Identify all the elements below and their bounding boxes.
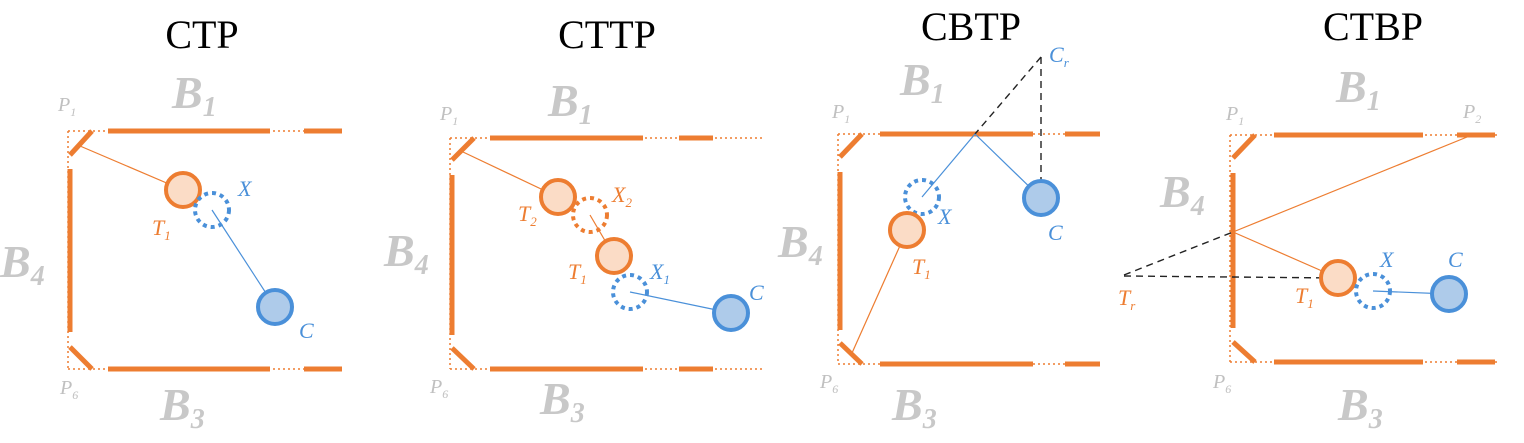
boundary-b4-label: B4 [0,236,45,292]
target-path-line [851,229,908,354]
ball-t1-label: T1 [1295,283,1314,311]
ghost-ball-x [193,191,231,229]
target-path-to-pocket [1232,134,1473,233]
pocket-p1-label: P1 [1225,103,1244,128]
ghost-ball-x [903,178,941,216]
ghost-ball-x1 [611,273,649,311]
boundary-b4-label: B4 [777,216,823,272]
target-ball [1319,259,1357,297]
panel-cbtp: CBTP B1 B4 B3 P1 P6 Cr X C T1 [777,4,1100,435]
boundary-b1-label: B1 [899,54,945,110]
ball-x-label: X [1379,247,1395,272]
cue-ball [1022,179,1060,217]
reflection-line-diagonal [974,56,1042,135]
panel-ctbp: CTBP B1 B4 B3 P1 P2 P6 Tr T1 X C [1118,4,1500,435]
pocket-p6-label: P6 [59,377,78,402]
table-rails [1229,132,1500,365]
panel-title: CTTP [558,12,656,57]
panel-title: CTP [165,12,238,57]
boundary-b1-label: B1 [547,75,593,131]
panel-title: CBTP [921,4,1021,49]
pocket-p6-label: P6 [819,371,838,396]
pocket-p1-label: P1 [57,94,76,119]
target-ball-2 [539,178,577,216]
cue-ball [712,294,750,332]
ghost-ball-x [1354,272,1392,310]
cue-path-line [211,209,276,308]
pocket-p1-label: P1 [831,101,850,126]
target-ball [888,211,926,249]
target-ball [164,171,202,209]
ball-cr-label: Cr [1049,42,1070,70]
table-rails [449,135,765,372]
ball-c-label: C [749,280,764,305]
ball-c-label: C [1048,220,1063,245]
pocket-p6-label: P6 [429,376,448,401]
ghost-ball-x2 [571,196,609,234]
pocket-p1-label: P1 [439,103,458,128]
ball-tr-label: Tr [1118,285,1136,313]
ball-x1-label: X1 [649,259,670,287]
boundary-b3-label: B3 [159,379,205,435]
ball-c-label: C [1448,247,1463,272]
pocket-p6-label: P6 [1212,371,1231,396]
boundary-b3-label: B3 [891,379,937,435]
boundary-b1-label: B1 [171,67,217,123]
panel-ctp: CTP B1 B4 B3 P1 P6 T1 X C [0,12,342,435]
ball-t1-label: T1 [152,215,171,243]
boundary-b4-label: B4 [1159,166,1205,222]
ball-t1-label: T1 [912,254,931,282]
boundary-b4-label: B4 [383,225,429,281]
cue-path-incoming [921,133,976,198]
boundary-b1-label: B1 [1335,61,1381,117]
ball-x2-label: X2 [611,182,632,210]
ball-x-label: X [937,204,953,229]
table-rails [67,128,342,372]
ball-t1-label: T1 [568,259,587,287]
table-rails [837,131,1100,367]
cue-ball [256,288,294,326]
pocket-p2-label: P2 [1462,101,1481,126]
boundary-b3-label: B3 [1337,379,1383,435]
ball-x-label: X [237,176,253,201]
reflection-line-diagonal [1123,231,1234,276]
ball-t2-label: T2 [518,201,537,229]
cue-ball [1430,275,1468,313]
target-ball-1 [595,237,633,275]
boundary-b3-label: B3 [539,373,585,429]
target-path-to-rail [1232,231,1339,279]
panel-cttp: CTTP B1 B4 B3 P1 P6 T2 X2 T1 X1 C [383,12,765,429]
panel-title: CTBP [1323,4,1423,49]
ball-c-label: C [299,318,314,343]
